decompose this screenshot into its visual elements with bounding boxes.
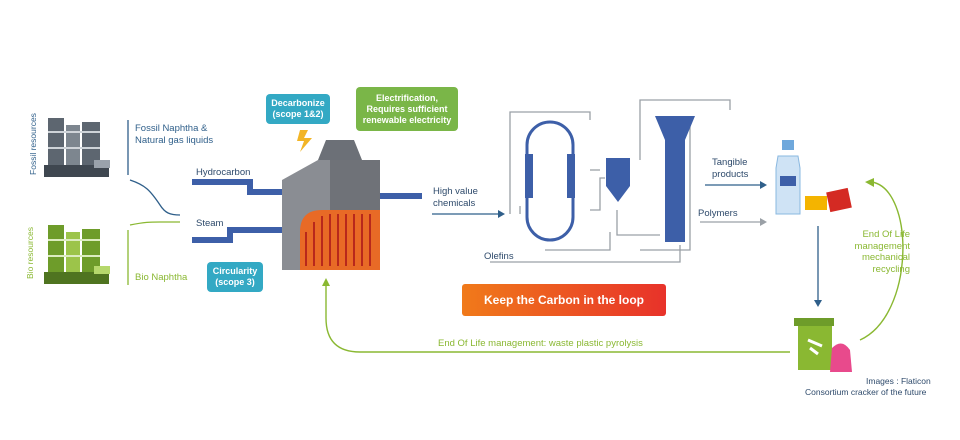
- bio-plant-icon: [44, 225, 110, 284]
- mechanical-label: End Of Life management mechanical recycl…: [854, 229, 910, 275]
- mechanical-recycling-loop: [859, 181, 904, 341]
- bio-feed-arrow: [127, 221, 180, 285]
- high-value-label: High value chemicals: [433, 186, 478, 209]
- fossil-plant-icon: [44, 118, 110, 177]
- hydrocarbon-pipe: [192, 179, 285, 195]
- tower-icon: [655, 116, 695, 242]
- credits-line2: Consortium cracker of the future: [805, 387, 927, 397]
- hydrocarbon-label: Hydrocarbon: [196, 167, 251, 178]
- bottle-icon: [775, 140, 801, 215]
- tangible-label: Tangible products: [712, 157, 749, 180]
- recycle-bin-icon: [794, 318, 852, 372]
- bio-resources-label: Bio resources: [25, 227, 35, 279]
- fossil-feed-label: Fossil Naphtha & Natural gas liquids: [135, 123, 214, 146]
- olefins-label: Olefins: [484, 251, 514, 262]
- pyrolysis-loop: [325, 286, 790, 353]
- electrification-box: Electrification, Requires sufficient ren…: [356, 87, 458, 131]
- pyrolysis-label: End Of Life management: waste plastic py…: [438, 338, 643, 349]
- lightning-icon: [297, 130, 312, 152]
- steam-pipe: [192, 227, 285, 243]
- circularity-box: Circularity (scope 3): [207, 262, 263, 292]
- furnace-icon: [282, 140, 380, 270]
- fossil-feed-arrow: [127, 120, 181, 216]
- toy-bricks-icon: [805, 187, 852, 213]
- decarbonize-box: Decarbonize (scope 1&2): [266, 94, 330, 124]
- bio-feed-label: Bio Naphtha: [135, 272, 188, 283]
- separation-section: [490, 99, 731, 263]
- steam-label: Steam: [196, 218, 224, 229]
- keep-carbon-banner: Keep the Carbon in the loop: [462, 284, 666, 316]
- distillation-column-icon: [525, 120, 575, 242]
- fossil-resources-label: Fossil resources: [28, 113, 38, 175]
- separator-icon: [606, 158, 630, 202]
- polymers-label: Polymers: [698, 208, 738, 219]
- credits-line1: Images : Flaticon: [866, 376, 931, 386]
